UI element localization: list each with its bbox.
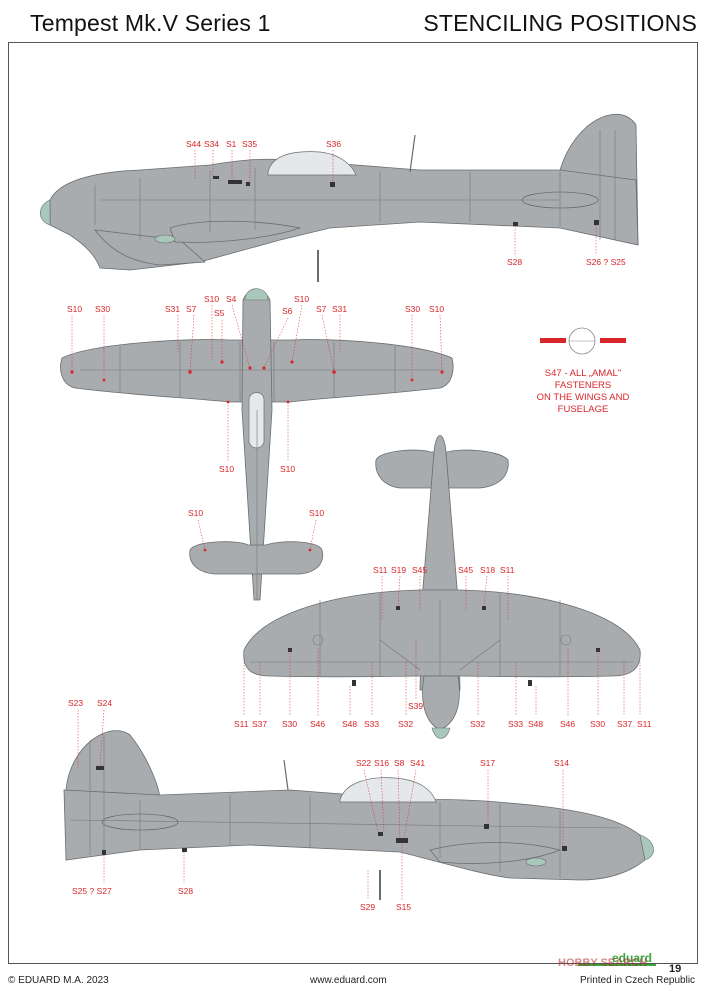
page-number: 19: [669, 963, 681, 975]
label-s36: S36: [326, 139, 341, 149]
footer-website[interactable]: www.eduard.com: [310, 975, 387, 986]
label-s45-a: S45: [412, 565, 427, 575]
page-frame: [8, 42, 698, 964]
label-s19: S19: [391, 565, 406, 575]
label-s22: S22: [356, 758, 371, 768]
label-s46-a: S46: [310, 719, 325, 729]
label-s28-top: S28: [507, 257, 522, 267]
watermark: HOBBY SEARCH: [558, 957, 647, 969]
label-s29: S29: [360, 902, 375, 912]
label-s45-b: S45: [458, 565, 473, 575]
label-s33-b: S33: [508, 719, 523, 729]
label-s25-s27: S25 ? S27: [72, 886, 112, 896]
label-s48-b: S48: [528, 719, 543, 729]
label-s8: S8: [394, 758, 405, 768]
label-s41: S41: [410, 758, 425, 768]
left-side-view: [39, 114, 639, 282]
label-s32-a: S32: [398, 719, 413, 729]
label-s34: S34: [204, 139, 219, 149]
label-s23: S23: [68, 698, 83, 708]
note-line-2: FASTENERS: [555, 380, 612, 391]
brand-underline: [578, 964, 656, 966]
label-s1: S1: [226, 139, 237, 149]
label-s10-c: S10: [294, 294, 309, 304]
label-s37-a: S37: [252, 719, 267, 729]
label-s4: S4: [226, 294, 237, 304]
top-view: [60, 288, 454, 601]
label-s11-a: S11: [373, 565, 388, 575]
bottom-view: [243, 435, 641, 739]
label-s33-a: S33: [364, 719, 379, 729]
label-s10-f: S10: [280, 464, 295, 474]
label-s10-g: S10: [188, 508, 203, 518]
label-s10-h: S10: [309, 508, 324, 518]
note-line-3: ON THE WINGS AND: [537, 392, 630, 403]
label-s15: S15: [396, 902, 411, 912]
label-s11-b: S11: [500, 565, 515, 575]
label-s16: S16: [374, 758, 389, 768]
label-s32-b: S32: [470, 719, 485, 729]
label-s10-b: S10: [204, 294, 219, 304]
label-s37-b: S37: [617, 719, 632, 729]
label-s28-bottom: S28: [178, 886, 193, 896]
label-s10-a: S10: [67, 304, 82, 314]
label-s44: S44: [186, 139, 201, 149]
label-s31-b: S31: [332, 304, 347, 314]
label-s30-a: S30: [95, 304, 110, 314]
label-s30-c: S30: [282, 719, 297, 729]
label-s11-c: S11: [234, 719, 249, 729]
amal-note: [540, 327, 626, 355]
label-s39: S39: [408, 701, 423, 711]
right-side-view: [63, 709, 654, 900]
note-line-1: S47 - ALL „AMAL": [545, 368, 621, 379]
label-s18: S18: [480, 565, 495, 575]
label-s11-d: S11: [637, 719, 652, 729]
label-s46-b: S46: [560, 719, 575, 729]
label-s7-a: S7: [186, 304, 197, 314]
footer-copyright: © EDUARD M.A. 2023: [8, 975, 109, 986]
page-title: Tempest Mk.V Series 1: [30, 10, 271, 36]
brand-logo: eduard: [612, 951, 652, 965]
label-s10-d: S10: [429, 304, 444, 314]
label-s35: S35: [242, 139, 257, 149]
note-line-4: FUSELAGE: [558, 404, 609, 415]
label-s14: S14: [554, 758, 569, 768]
label-s30-d: S30: [590, 719, 605, 729]
label-s24: S24: [97, 698, 112, 708]
label-s31-a: S31: [165, 304, 180, 314]
label-s17: S17: [480, 758, 495, 768]
section-title: STENCILING POSITIONS: [423, 10, 697, 36]
footer-printed: Printed in Czech Republic: [580, 975, 696, 986]
label-s30-b: S30: [405, 304, 420, 314]
label-s7-b: S7: [316, 304, 327, 314]
label-s48-a: S48: [342, 719, 357, 729]
label-s5: S5: [214, 308, 225, 318]
label-s6: S6: [282, 306, 293, 316]
label-s10-e: S10: [219, 464, 234, 474]
label-s26-s25: S26 ? S25: [586, 257, 626, 267]
